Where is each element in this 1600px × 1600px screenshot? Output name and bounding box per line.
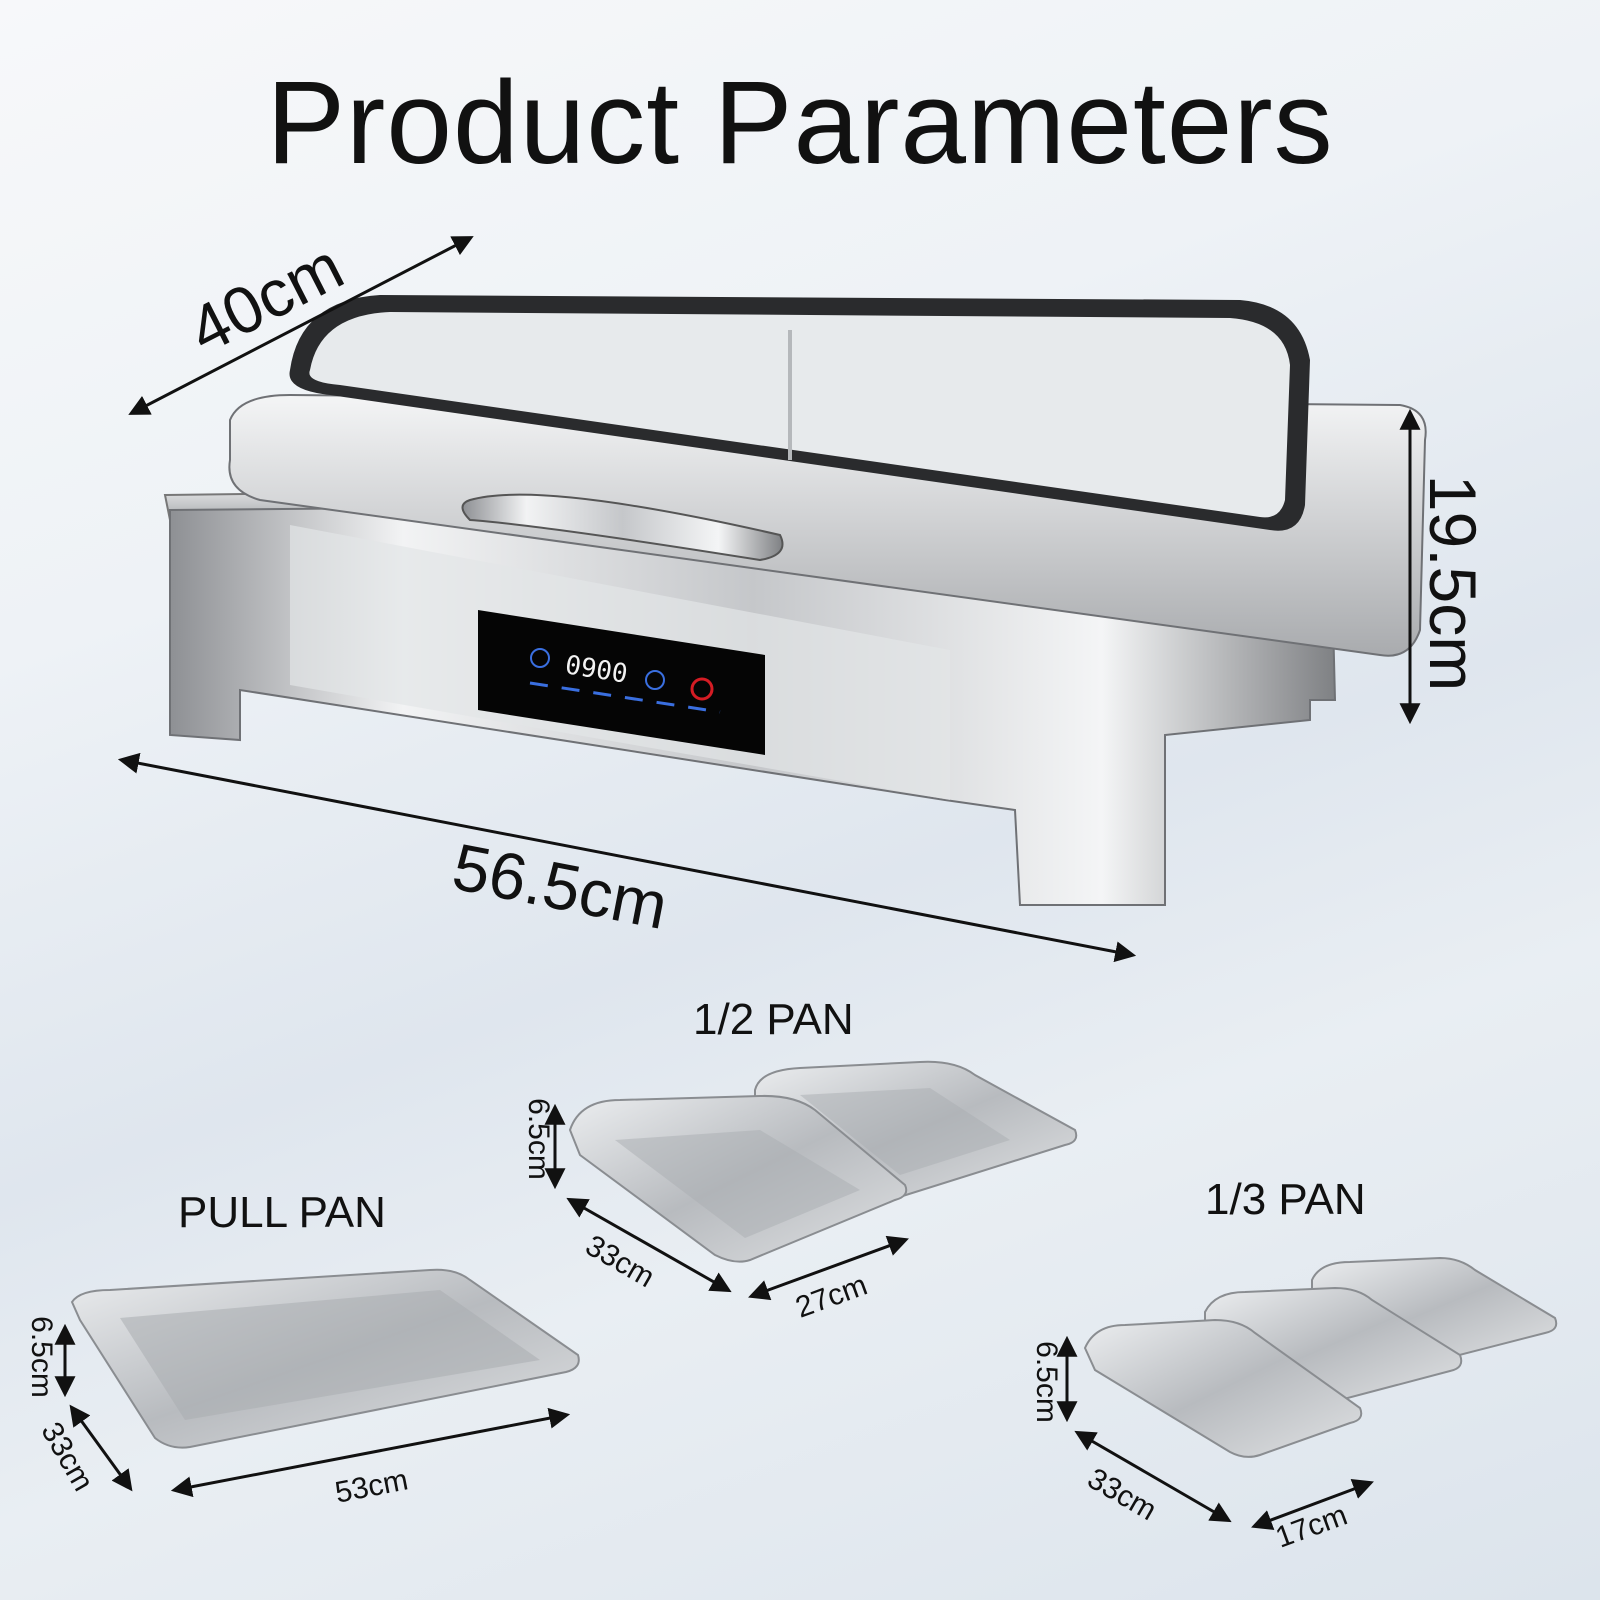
half-pan-height: 6.5cm xyxy=(521,1098,555,1180)
chafing-dish xyxy=(163,295,1427,906)
timer-icon xyxy=(530,648,550,668)
pull-pan-illustration xyxy=(70,1268,580,1449)
height-dimension: 19.5cm xyxy=(1416,474,1491,692)
page-title: Product Parameters xyxy=(266,57,1334,189)
third-pan-illustration xyxy=(1083,1256,1558,1458)
third-pan-label: 1/3 PAN xyxy=(1205,1175,1366,1224)
half-pan-illustration xyxy=(568,1060,1078,1263)
pull-pan-label: PULL PAN xyxy=(178,1188,386,1237)
pull-pan-height: 6.5cm xyxy=(24,1316,58,1398)
third-pan-height: 6.5cm xyxy=(1029,1341,1063,1423)
power-icon xyxy=(690,677,714,701)
minus-icon xyxy=(645,670,665,690)
half-pan-label: 1/2 PAN xyxy=(693,995,854,1044)
